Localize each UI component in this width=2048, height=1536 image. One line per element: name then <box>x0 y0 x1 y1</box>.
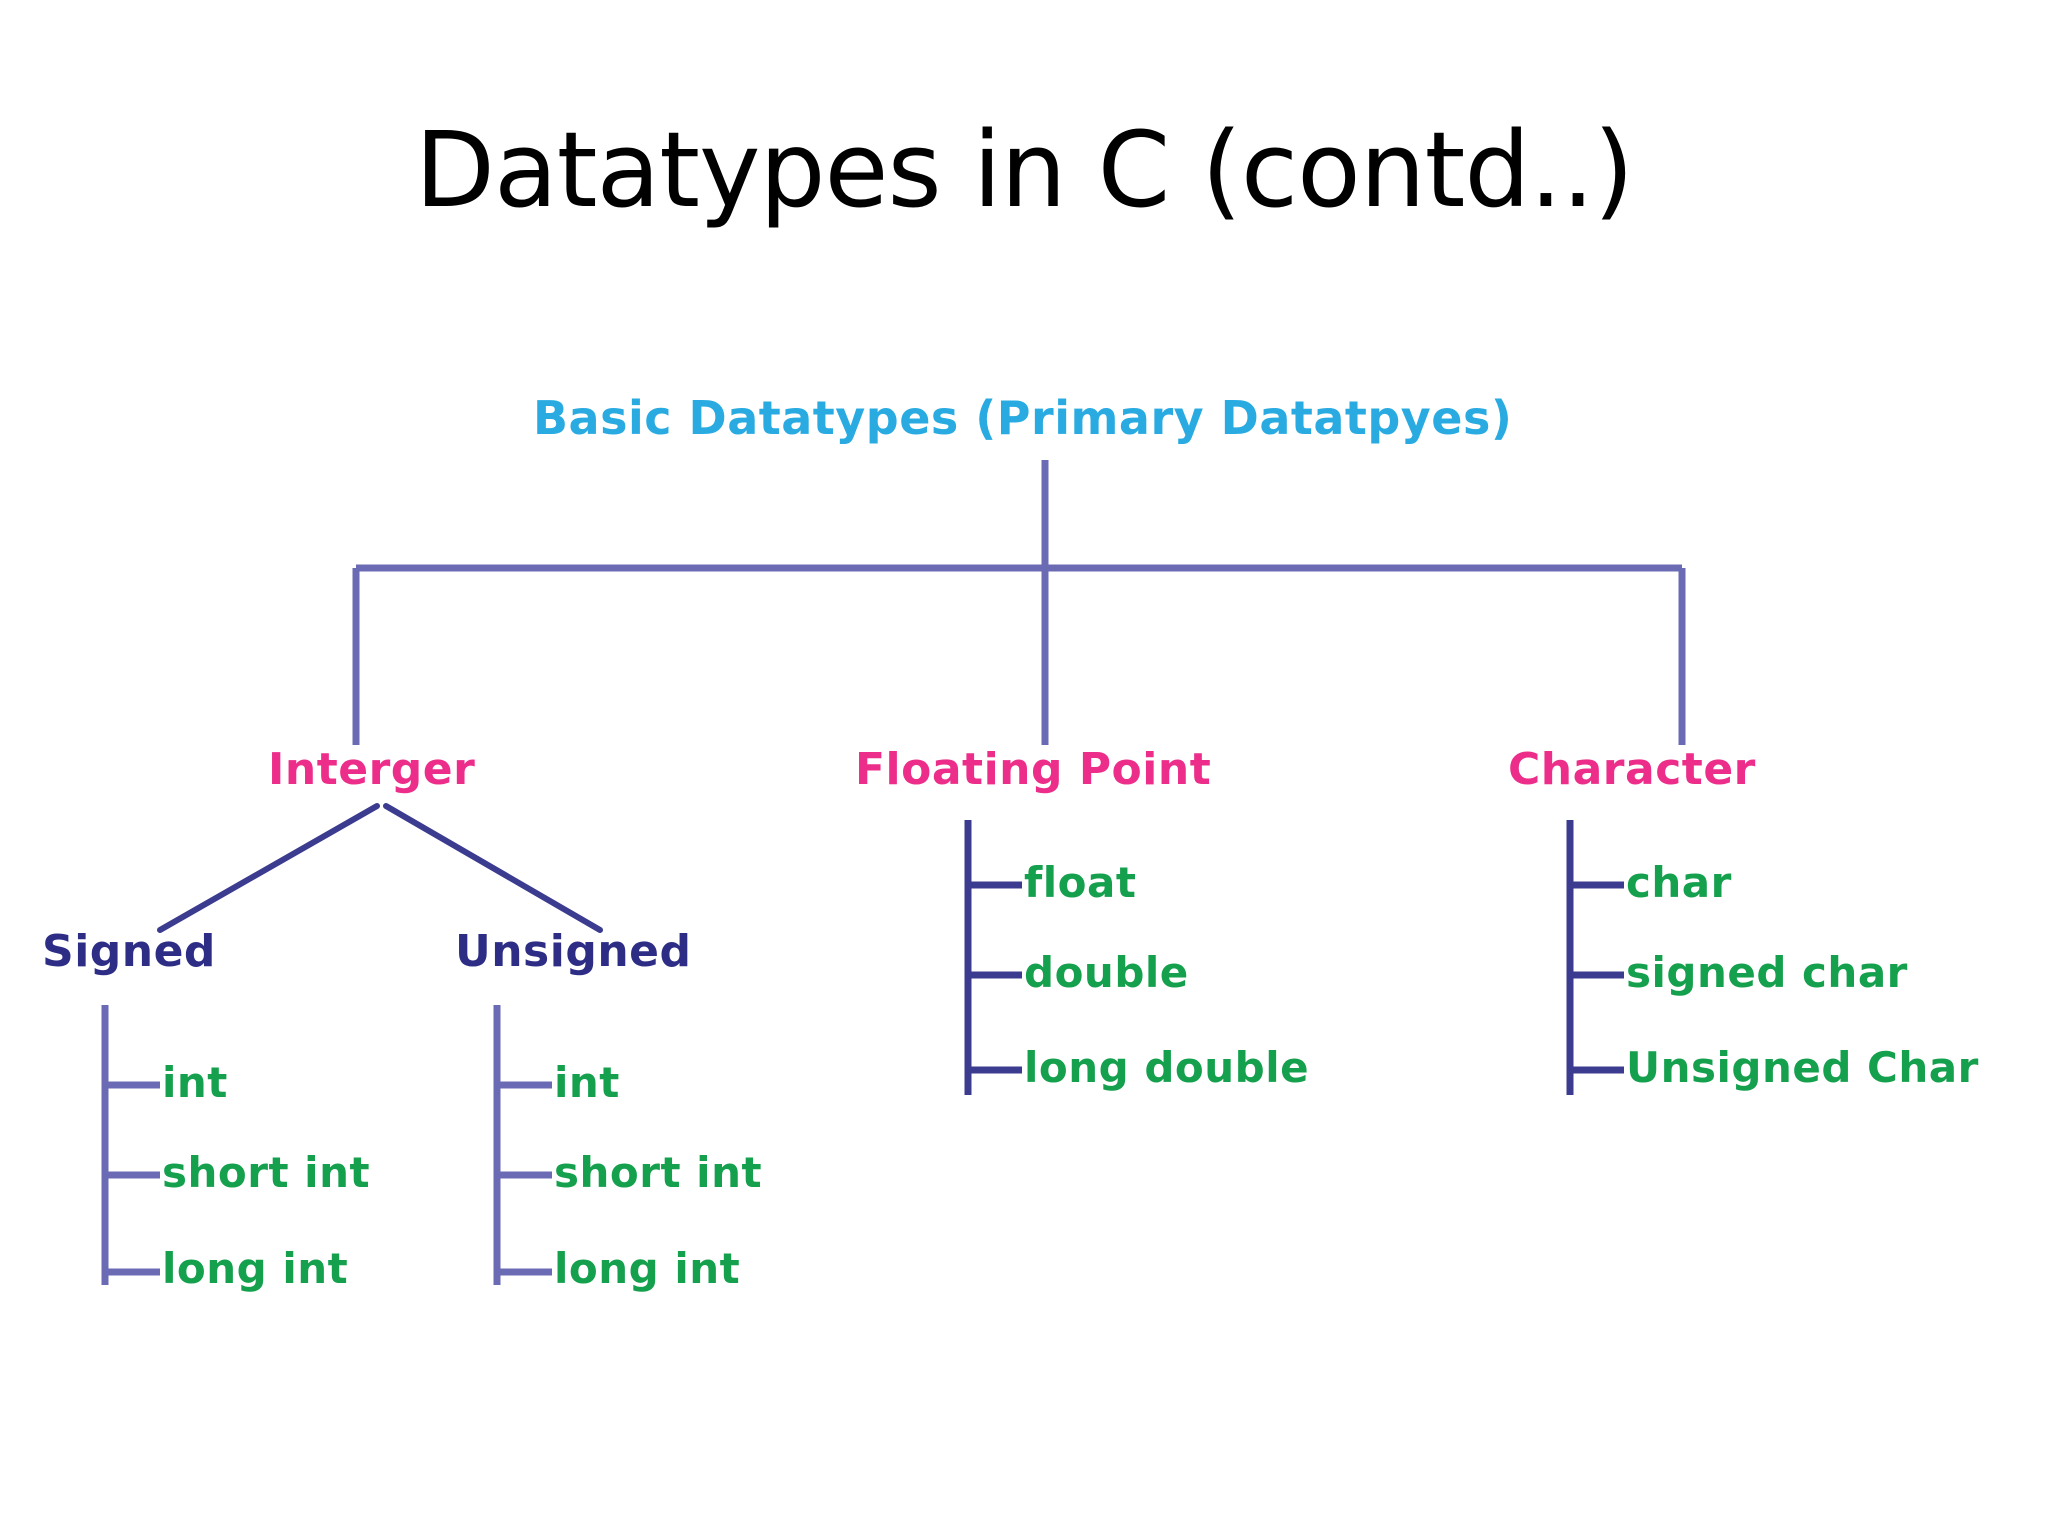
leaf-unsigned-int: int <box>554 1058 620 1107</box>
node-category-character: Character <box>1508 744 1756 795</box>
leaf-long-double: long double <box>1024 1043 1310 1092</box>
leaf-signed-char: signed char <box>1626 948 1908 997</box>
node-root-basic-datatypes: Basic Datatypes (Primary Datatpyes) <box>533 391 1513 445</box>
leaf-signed-int: int <box>162 1058 228 1107</box>
node-category-floating-point: Floating Point <box>855 744 1212 795</box>
leaf-float: float <box>1024 858 1137 907</box>
node-unsigned: Unsigned <box>455 926 692 977</box>
leaf-unsigned-short-int: short int <box>554 1148 763 1197</box>
leaf-double: double <box>1024 948 1189 997</box>
connector-integer-to-signed <box>157 803 380 933</box>
leaf-signed-long-int: long int <box>162 1244 349 1293</box>
leaf-unsigned-char: Unsigned Char <box>1626 1043 1979 1092</box>
node-signed: Signed <box>42 926 216 977</box>
leaf-signed-short-int: short int <box>162 1148 371 1197</box>
connector-integer-to-unsigned <box>383 803 603 933</box>
leaf-unsigned-long-int: long int <box>554 1244 741 1293</box>
page-title: Datatypes in C (contd..) <box>414 109 1634 231</box>
node-category-integer: Interger <box>268 744 476 795</box>
leaf-char: char <box>1626 858 1732 907</box>
